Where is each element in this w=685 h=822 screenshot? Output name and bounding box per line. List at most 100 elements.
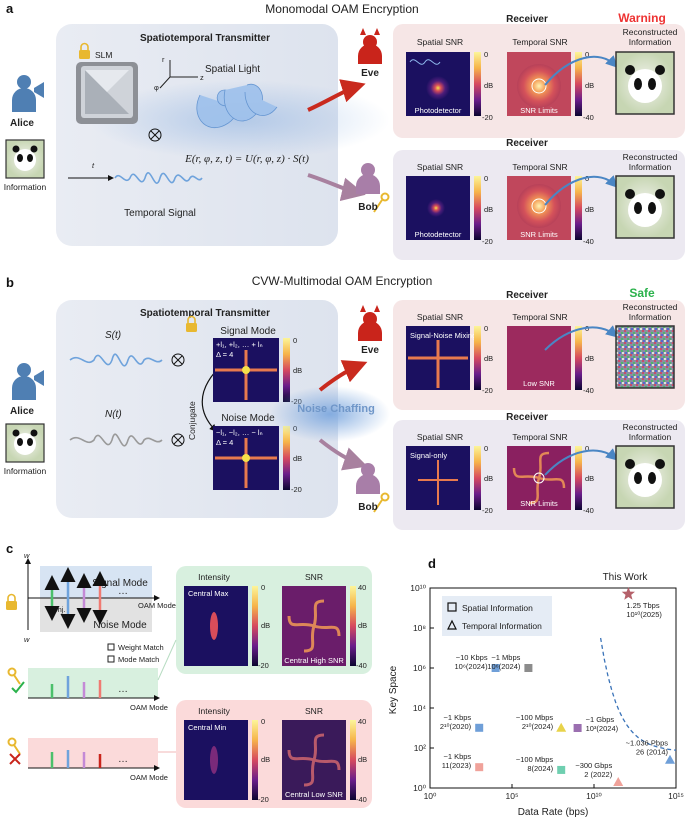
central-max-label: Central Max — [188, 589, 229, 598]
spatial-snr-label: Spatial SNR — [417, 37, 463, 47]
bob-receiver-title-b: Receiver — [506, 412, 548, 423]
c-s-bottom: -40 — [356, 661, 367, 670]
chart-point-triangle — [556, 722, 567, 732]
y-tick-label: 10⁶ — [413, 663, 426, 673]
signal-only-label: Signal-only — [410, 451, 447, 460]
snr-label-top: SNR — [305, 572, 323, 582]
eve-b-colorbar-unit: dB — [484, 354, 493, 363]
panda-image-b — [5, 423, 45, 463]
chart-point-label: 11(2023) — [442, 761, 472, 770]
bob-colorbar-top-temporal: 0 — [585, 174, 589, 183]
mode-match-marker — [107, 655, 115, 663]
bob-b-colorbar-top-temporal: 0 — [585, 444, 589, 453]
c-s-bottom-2: -40 — [356, 795, 367, 804]
bob-colorbar-bottom: -20 — [482, 237, 493, 246]
c-dots-mid: … — [118, 684, 128, 695]
eve-b-reconstructed-info-label: Information — [629, 312, 672, 322]
eve-arrow — [307, 79, 366, 112]
chart-point-label: 10³(2024) — [586, 724, 619, 733]
safe-label: Safe — [629, 286, 655, 300]
key-icon-cross — [7, 737, 21, 765]
eve-label-b: Eve — [361, 345, 379, 356]
c-i-bottom-2: -20 — [258, 795, 269, 804]
signal-colorbar-top: 0 — [293, 336, 297, 345]
chart-point-label: ~1 Kbps — [443, 713, 471, 722]
c-s-top-2: 40 — [358, 717, 366, 726]
central-high-swirl — [287, 599, 341, 653]
conjugate-label: Conjugate — [187, 401, 197, 440]
c-i-top-2: 0 — [261, 717, 265, 726]
bob-b-swirl-pattern — [512, 451, 566, 505]
bob-b-colorbar-bottom: -20 — [482, 506, 493, 515]
coordinate-axes-icon — [159, 60, 198, 89]
panel-a: a Monomodal OAM Encryption Spatiotempora… — [4, 1, 685, 260]
c-oam-mode-label-mid: OAM Mode — [130, 703, 168, 712]
bob-snr-limits-label: SNR Limits — [520, 230, 558, 239]
temporal-signal-wave — [114, 172, 203, 184]
chart-point-label: ~100 Mbps — [516, 755, 554, 764]
alice-label: Alice — [10, 118, 34, 129]
bob-photodetector-label: Photodetector — [415, 230, 462, 239]
lock-icon-c — [6, 593, 17, 610]
panel-d-letter: d — [428, 556, 436, 571]
mode-match-label: Mode Match — [118, 655, 159, 664]
c-w-label-top: w — [24, 551, 30, 560]
axis-phi-label: φ — [154, 83, 159, 92]
chart-point-star — [621, 587, 635, 600]
chart-point-label: 8(2024) — [527, 764, 553, 773]
noise-chaffing-label-1: Noise Chaffing — [297, 403, 375, 415]
panel-c-letter: c — [6, 541, 13, 556]
bob-colorbar-unit-temporal: dB — [585, 205, 594, 214]
s-t-label: S(t) — [105, 330, 121, 341]
slm-device-icon — [76, 62, 138, 124]
chart-point-square — [475, 723, 484, 732]
bob-spatial-spot — [427, 199, 445, 217]
eve-b-colorbar-bottom: -20 — [482, 386, 493, 395]
noise-mode-label: Noise Mode — [221, 413, 275, 424]
eve-b-temporal-snr-label: Temporal SNR — [512, 312, 567, 322]
match-band — [28, 668, 158, 698]
chart-point-label: 2¹⁰(2020) — [440, 722, 472, 731]
y-tick-label: 10² — [414, 743, 426, 753]
bob-colorbar-spatial — [474, 176, 481, 240]
central-low-swirl — [287, 733, 341, 787]
panel-b: b CVW-Multimodal OAM Encryption Spatiote… — [4, 274, 685, 530]
bob-colorbar-bottom-temporal: -40 — [583, 237, 594, 246]
eve-reconstruct-arrow — [544, 55, 618, 86]
n-t-label: N(t) — [105, 409, 122, 420]
signal-colorbar — [283, 338, 290, 402]
reconstructed-info-label: Information — [629, 37, 672, 47]
chart-point-label: ~1 Kbps — [443, 752, 471, 761]
weight-match-marker — [107, 643, 115, 651]
c-connector-top — [157, 639, 177, 681]
chart-boundary-curve — [599, 637, 677, 751]
bob-reconstructed-info-label: Information — [629, 162, 672, 172]
warning-label: Warning — [618, 11, 666, 25]
colorbar-bottom-temporal: -40 — [583, 113, 594, 122]
colorbar-top-temporal: 0 — [585, 50, 589, 59]
bob-colorbar-temporal — [575, 176, 582, 240]
chart-point-label: 10⁶(2024) — [487, 662, 521, 671]
chart-point-label: ~10 Kbps — [456, 653, 488, 662]
y-tick-label: 10⁴ — [413, 703, 426, 713]
multiply-icon-noise — [171, 433, 185, 447]
eve-b-colorbar-top: 0 — [484, 324, 488, 333]
eve-spatial-spot — [426, 76, 450, 100]
bob-colorbar-top: 0 — [484, 174, 488, 183]
eve-temporal-spot — [517, 64, 561, 108]
bob-avatar — [356, 163, 380, 194]
noise-colorbar-bottom: -20 — [291, 485, 302, 494]
bob-arrow-b — [318, 438, 368, 471]
noise-delta-label: Δ = 4 — [216, 438, 233, 447]
noise-chaffing-cloud — [270, 386, 390, 442]
eve-spatial-wave — [409, 59, 441, 65]
alice-avatar — [12, 75, 44, 112]
panel-c: c Signal Mode Noise Mode w w OAM Mode Co… — [6, 541, 372, 808]
eve-panda-image — [615, 51, 675, 115]
signal-mode-label: Signal Mode — [220, 326, 276, 337]
panel-a-letter: a — [6, 1, 14, 16]
reconstructed-label: Reconstructed — [623, 27, 678, 37]
